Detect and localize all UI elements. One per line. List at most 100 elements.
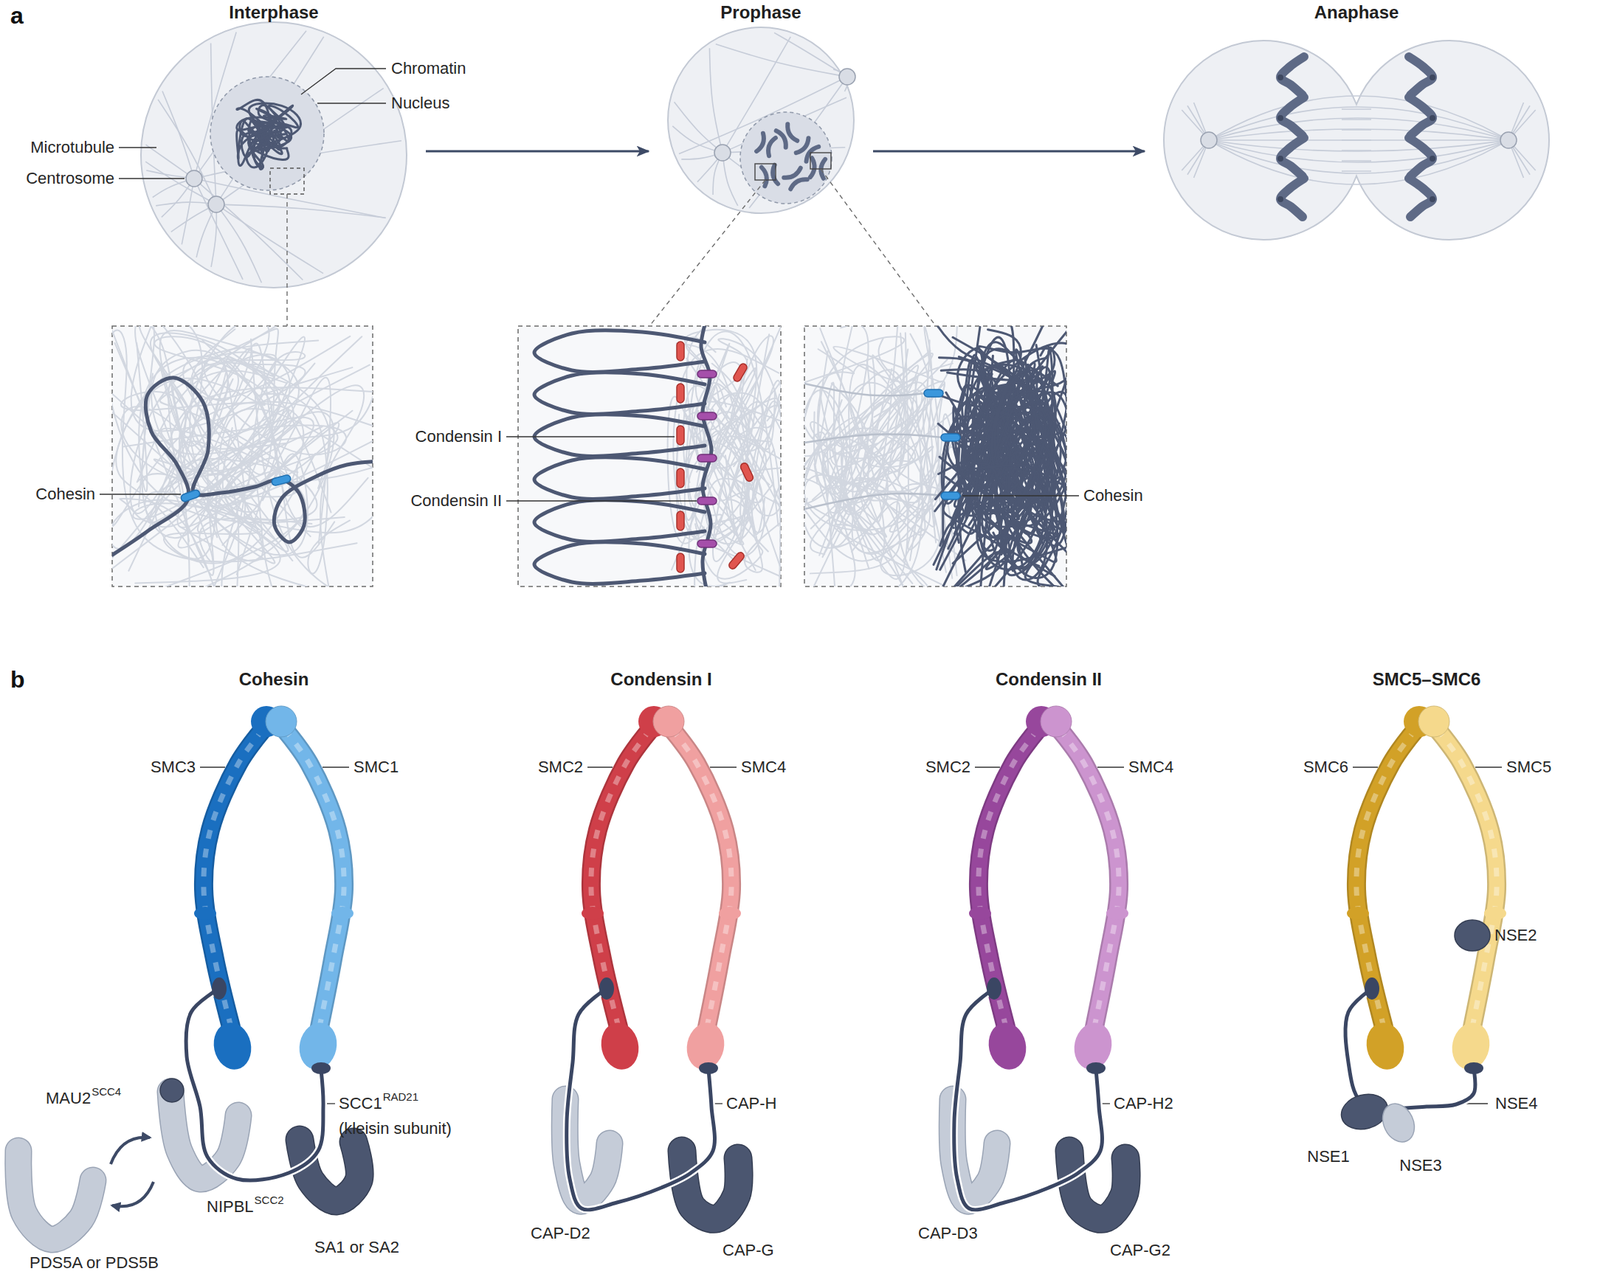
chromatin-strand	[972, 326, 1049, 587]
part-label: NSE3	[1399, 1157, 1442, 1175]
chromatin-loop	[534, 414, 705, 457]
prophase-cell	[649, 27, 936, 327]
coil-band	[1059, 729, 1119, 1028]
complex-panel: Cohesin	[174, 668, 373, 1068]
kleisin-end	[599, 977, 615, 1000]
chromosome-arm	[1280, 138, 1305, 177]
leader-line	[301, 68, 386, 95]
kleisin-chain	[954, 988, 1103, 1211]
elbow-knob	[581, 907, 604, 921]
centromere-dot	[1429, 155, 1436, 162]
part-label: Cohesin	[35, 485, 96, 504]
chromatin-strand	[982, 327, 1067, 546]
complex-panel: Condensin I	[562, 668, 761, 1068]
part-label: SMC2	[925, 758, 971, 777]
chromosome-arm	[1408, 56, 1433, 96]
part-label: Nucleus	[391, 94, 450, 113]
stage-heading: SMC5–SMC6	[1327, 668, 1526, 691]
microtubule-line	[774, 32, 848, 77]
chromosome-arm	[1408, 97, 1433, 136]
accessory-subunit	[18, 1151, 93, 1240]
leader-line	[1097, 766, 1124, 768]
coiled-coil-edge	[1059, 729, 1119, 1028]
chromatin-strand	[804, 336, 905, 587]
stromal-subunit	[299, 1140, 360, 1202]
spindle-fiber	[1208, 140, 1509, 152]
leader-line	[317, 102, 386, 104]
elbow-knob	[969, 907, 992, 921]
chromatid	[788, 176, 808, 189]
panel-letter: b	[10, 667, 26, 693]
ring-complex	[676, 511, 685, 531]
part-label: CAP-D3	[918, 1225, 978, 1243]
ring-complex	[940, 492, 961, 500]
kleisin-end	[698, 1062, 719, 1075]
microtubule-line	[709, 47, 723, 153]
complex-panel: Condensin II	[949, 668, 1148, 1068]
spindle-fiber	[1208, 118, 1509, 141]
chromatid	[771, 165, 778, 185]
chromatid	[784, 123, 798, 143]
nse-subunit	[1376, 1098, 1420, 1148]
zoom-line	[286, 194, 288, 327]
part-label: NIPBL	[206, 1198, 254, 1217]
chromatin-strand	[952, 326, 1067, 564]
coiled-coil-arm	[1436, 729, 1497, 1028]
stage-heading: Condensin I	[562, 668, 761, 691]
superscript-name: RAD21	[383, 1091, 419, 1105]
stromal-subunit-edge	[299, 1140, 360, 1202]
chromatin-strand	[216, 336, 362, 587]
chromatin-loop	[534, 500, 705, 543]
centromere-dot	[1429, 115, 1436, 122]
chromatin-strand	[804, 349, 888, 548]
centrosome-dot	[1200, 132, 1217, 149]
atpase-head	[597, 1019, 643, 1074]
midzone-line	[1341, 160, 1372, 162]
centromere-dot	[1277, 115, 1284, 122]
kleisin-chain	[566, 988, 716, 1211]
cell-stage: Interphase	[138, 1, 410, 290]
microtubule-line	[145, 161, 217, 205]
ring-complex	[676, 553, 685, 573]
leader-line	[200, 766, 226, 768]
hinge-domain	[265, 706, 297, 738]
stage-heading: Cohesin	[174, 668, 373, 691]
part-label: Centrosome	[25, 169, 115, 188]
chromosome-x	[810, 157, 826, 178]
ring-complex	[732, 362, 749, 384]
coiled-coil-arm	[1059, 729, 1119, 1028]
spindle-fiber	[1208, 139, 1509, 141]
hinge-domain	[1040, 706, 1072, 738]
midzone-line	[1341, 118, 1372, 121]
stage-heading: Condensin II	[949, 668, 1148, 691]
centromere-dot	[1429, 74, 1436, 81]
hinge-domain	[653, 706, 685, 738]
leader-line	[118, 177, 185, 179]
kleisin-halo	[954, 988, 1103, 1211]
chromosome-x	[756, 133, 776, 157]
leader-line	[1475, 766, 1502, 768]
elbow-knob	[1484, 907, 1507, 921]
zoom-square	[754, 163, 776, 181]
part-label: SMC4	[740, 758, 786, 777]
part-label: CAP-H	[726, 1095, 777, 1113]
centrosome-dot	[185, 170, 203, 187]
part-label: SMC4	[1128, 758, 1174, 777]
chromatin-loop	[534, 542, 705, 585]
smc-complex	[564, 706, 741, 1220]
elbow-knob	[194, 907, 217, 921]
chromatin-tangle	[236, 99, 302, 170]
microtubule-line	[155, 202, 217, 206]
nucleus-outline	[740, 112, 832, 204]
smc-complex	[18, 706, 360, 1240]
exchange-arrow	[112, 1182, 154, 1207]
coiled-coil-arm	[591, 729, 651, 1028]
chromosome-arm	[1408, 138, 1433, 177]
spindle-fiber	[1208, 107, 1509, 141]
chromosome-arm	[1408, 178, 1433, 217]
kleisin-halo	[566, 988, 716, 1211]
cohesion-inset	[782, 313, 1085, 606]
part-label: Cohesin	[1083, 487, 1144, 505]
cell-outline	[140, 22, 407, 288]
